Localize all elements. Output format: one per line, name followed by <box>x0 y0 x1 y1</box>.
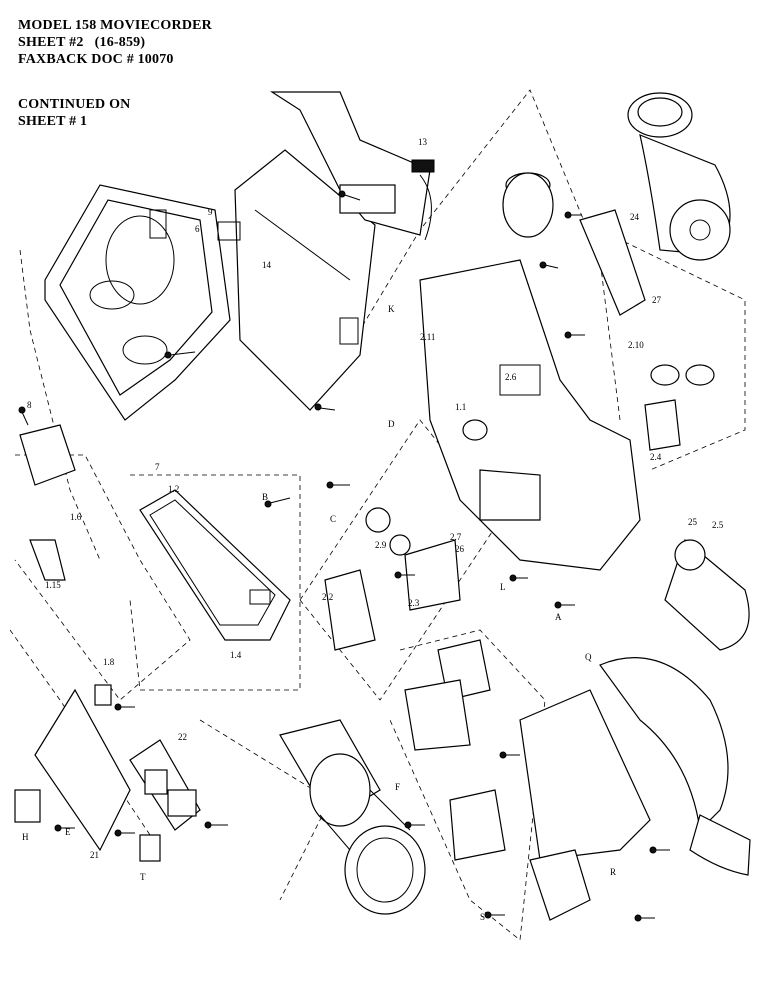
viewfinder-eyecup <box>627 92 731 261</box>
callout-25: 25 <box>688 517 698 527</box>
callout-1-4: 1.4 <box>230 650 242 660</box>
callout-E: E <box>65 827 71 837</box>
callout-D: D <box>388 419 395 429</box>
callout-21: 21 <box>90 850 99 860</box>
screws <box>18 190 670 922</box>
callout-22: 22 <box>178 732 187 742</box>
callout-B: B <box>262 492 268 502</box>
cassette-deck-chassis <box>44 184 231 421</box>
callout-2-3: 2.3 <box>408 598 420 608</box>
callout-6: 6 <box>195 224 200 234</box>
callout-2-11: 2.11 <box>420 332 435 342</box>
callout-1-15: 1.15 <box>45 580 61 590</box>
callout-2-9: 2.9 <box>375 540 387 550</box>
continued-note-line2: SHEET # 1 <box>18 114 88 129</box>
callout-2-10: 2.10 <box>628 340 644 350</box>
callout-S: S <box>480 912 485 922</box>
main-circuit-board <box>217 149 376 411</box>
faxback-doc-number: FAXBACK DOC # 10070 <box>18 52 174 67</box>
callout-Q: Q <box>585 652 592 662</box>
side-mechanism <box>419 172 715 571</box>
left-circuit-board <box>14 424 131 852</box>
callout-2-2: 2.2 <box>322 592 333 602</box>
callout-1-2: 1.2 <box>168 484 179 494</box>
callout-9: 9 <box>208 207 213 217</box>
callout-labels: 13 9 14 6 7 8 1.2 1.1 2.6 2.7 1.6 1.15 2… <box>22 137 724 922</box>
callout-14: 14 <box>262 260 272 270</box>
callout-7: 7 <box>155 462 160 472</box>
center-brackets <box>324 507 461 651</box>
switch-bracket <box>129 739 201 862</box>
model-title: MODEL 158 MOVIECORDER <box>18 18 212 33</box>
callout-2-7: 2.7 <box>450 532 462 542</box>
continued-note-line1: CONTINUED ON <box>18 97 131 112</box>
tape-door-assembly <box>139 489 291 641</box>
callout-13: 13 <box>418 137 428 147</box>
callout-1-8: 1.8 <box>103 657 115 667</box>
callout-K: K <box>388 304 395 314</box>
callout-2-5: 2.5 <box>712 520 724 530</box>
callout-R: R <box>610 867 616 877</box>
callout-L: L <box>500 582 506 592</box>
sheet-number: SHEET #2 (16-859) <box>18 35 146 50</box>
callout-1-6: 1.6 <box>70 512 82 522</box>
callout-A: A <box>555 612 562 622</box>
lens-assembly <box>279 719 426 915</box>
side-cover-panel <box>519 689 651 921</box>
callout-8: 8 <box>27 400 32 410</box>
callout-26: 26 <box>455 544 465 554</box>
callout-C: C <box>330 514 336 524</box>
battery-cylinder <box>664 538 750 651</box>
callout-24: 24 <box>630 212 640 222</box>
callout-27: 27 <box>652 295 662 305</box>
callout-2-6: 2.6 <box>505 372 517 382</box>
callout-2-4: 2.4 <box>650 452 662 462</box>
top-bracket-and-flex-cable <box>269 91 435 241</box>
callout-H: H <box>22 832 29 842</box>
hand-strap <box>599 657 751 876</box>
callout-F: F <box>395 782 400 792</box>
callout-T: T <box>140 872 146 882</box>
lens-mount-brackets <box>404 639 506 861</box>
callout-1-1: 1.1 <box>455 402 466 412</box>
